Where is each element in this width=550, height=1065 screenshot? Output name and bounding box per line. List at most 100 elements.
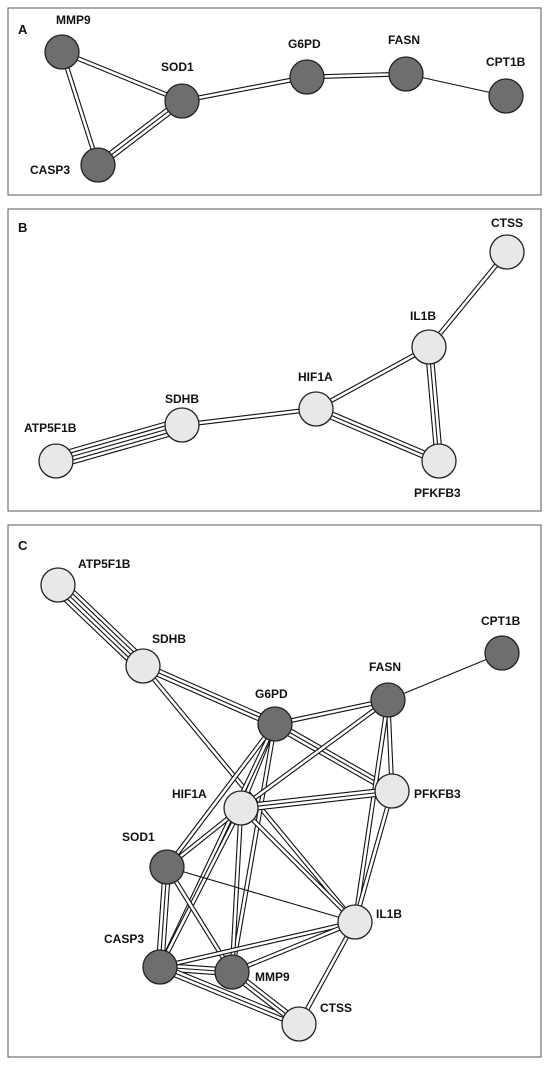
edge-atp5f1b-sdhb-gap bbox=[55, 585, 143, 669]
panel-b-frame bbox=[7, 208, 542, 512]
node-label-il1b: IL1B bbox=[376, 907, 402, 921]
node-pfkfb3 bbox=[421, 443, 457, 479]
edge-hif1a-il1b bbox=[239, 806, 357, 924]
edge-hif1a-sdhb-gap bbox=[181, 407, 317, 427]
edge-fasn-il1b-gap bbox=[353, 699, 390, 923]
node-sod1 bbox=[149, 849, 185, 885]
edge-il1b-pfkfb3-stroke bbox=[424, 346, 444, 462]
node-il1b bbox=[337, 904, 373, 940]
edge-ctss-il1b-gap bbox=[427, 251, 509, 348]
node-label-il1b: IL1B bbox=[410, 309, 436, 323]
edge-sod1-casp3-gap bbox=[96, 98, 182, 165]
edge-sdhb-atp5f1b-gap bbox=[55, 421, 182, 461]
edge-il1b-hif1a-gap bbox=[315, 345, 430, 411]
node-label-cpt1b: CPT1B bbox=[481, 614, 521, 628]
node-label-sod1: SOD1 bbox=[122, 830, 155, 844]
edge-sdhb-g6pd-gap bbox=[143, 663, 277, 724]
edge-il1b-ctss bbox=[296, 920, 358, 1026]
edge-casp3-il1b-gap bbox=[159, 920, 356, 969]
node-label-sod1: SOD1 bbox=[161, 60, 194, 74]
edge-casp3-ctss-gap bbox=[158, 967, 299, 1027]
edge-mmp9-il1b-gap bbox=[231, 920, 356, 974]
node-label-casp3: CASP3 bbox=[104, 932, 144, 946]
edge-hif1a-pfkfb3-stroke bbox=[240, 786, 393, 813]
node-label-mmp9: MMP9 bbox=[56, 13, 91, 27]
edge-fasn-cpt1b-stroke bbox=[387, 652, 503, 701]
edge-g6pd-mmp9 bbox=[229, 723, 278, 973]
edge-g6pd-pfkfb3-stroke bbox=[272, 720, 395, 795]
edge-hif1a-pfkfb3-gap bbox=[314, 409, 439, 464]
edge-fasn-hif1a-gap bbox=[240, 698, 389, 810]
node-label-pfkfb3: PFKFB3 bbox=[414, 787, 461, 801]
edge-sdhb-atp5f1b-gap bbox=[56, 425, 183, 465]
edge-il1b-hif1a bbox=[314, 344, 431, 412]
node-label-mmp9: MMP9 bbox=[255, 970, 290, 984]
node-casp3 bbox=[80, 147, 116, 183]
node-sdhb bbox=[164, 407, 200, 443]
edge-casp3-il1b bbox=[159, 919, 356, 970]
edge-g6pd-pfkfb3-gap bbox=[275, 721, 394, 791]
edge-sod1-g6pd bbox=[181, 74, 308, 104]
node-sdhb bbox=[125, 648, 161, 684]
node-label-atp5f1b: ATP5F1B bbox=[24, 421, 77, 435]
node-label-ctss: CTSS bbox=[491, 216, 523, 230]
edge-g6pd-mmp9-gap bbox=[230, 723, 277, 973]
edge-pfkfb3-il1b-gap bbox=[353, 790, 394, 923]
edge-pfkfb3-il1b bbox=[352, 790, 395, 923]
node-label-fasn: FASN bbox=[388, 33, 420, 47]
node-hif1a bbox=[298, 391, 334, 427]
edge-sod1-g6pd-gap bbox=[181, 75, 308, 103]
edge-sdhb-g6pd-stroke bbox=[141, 662, 277, 728]
node-ctss bbox=[489, 234, 525, 270]
panel-b-letter: B bbox=[18, 220, 27, 235]
edge-atp5f1b-sdhb-gap bbox=[58, 582, 146, 666]
edge-hif1a-casp3 bbox=[157, 806, 244, 969]
edge-atp5f1b-sdhb-gap bbox=[60, 580, 148, 663]
edge-mmp9-sod1 bbox=[61, 49, 183, 104]
edge-hif1a-il1b-gap bbox=[240, 807, 356, 923]
node-mmp9 bbox=[214, 954, 250, 990]
edge-hif1a-pfkfb3-gap bbox=[240, 787, 392, 808]
edge-fasn-hif1a bbox=[239, 698, 390, 810]
node-g6pd bbox=[289, 59, 325, 95]
node-label-g6pd: G6PD bbox=[288, 37, 321, 51]
edge-sdhb-atp5f1b-gap bbox=[54, 418, 181, 457]
panel-b-edges bbox=[53, 250, 509, 469]
panel-a-letter: A bbox=[18, 22, 28, 37]
edge-casp3-ctss bbox=[158, 963, 301, 1028]
node-atp5f1b bbox=[40, 567, 76, 603]
edge-sdhb-g6pd-gap bbox=[141, 666, 275, 727]
edge-il1b-pfkfb3-gap bbox=[425, 347, 439, 462]
edge-atp5f1b-sdhb-stroke bbox=[52, 579, 149, 672]
node-il1b bbox=[411, 329, 447, 365]
node-label-fasn: FASN bbox=[369, 660, 401, 674]
node-sod1 bbox=[164, 83, 200, 119]
node-label-hif1a: HIF1A bbox=[172, 787, 207, 801]
edge-sod1-casp3-gap bbox=[98, 101, 184, 168]
node-hif1a bbox=[223, 790, 259, 826]
node-label-ctss: CTSS bbox=[320, 1001, 352, 1015]
edge-g6pd-fasn-gap bbox=[274, 698, 389, 726]
edge-fasn-il1b bbox=[352, 699, 391, 923]
edge-hif1a-casp3-gap bbox=[158, 807, 243, 968]
edge-sdhb-atp5f1b bbox=[53, 417, 185, 469]
node-label-sdhb: SDHB bbox=[165, 392, 199, 406]
node-fasn bbox=[370, 682, 406, 718]
edge-mmp9-il1b bbox=[231, 919, 356, 975]
edge-il1b-pfkfb3 bbox=[424, 346, 444, 462]
edge-il1b-ctss-gap bbox=[297, 921, 357, 1025]
edge-hif1a-pfkfb3-gap bbox=[316, 406, 441, 461]
node-atp5f1b bbox=[38, 443, 74, 479]
node-casp3 bbox=[142, 949, 178, 985]
node-ctss bbox=[281, 1006, 317, 1042]
node-pfkfb3 bbox=[374, 773, 410, 809]
edge-sdhb-atp5f1b-stroke bbox=[53, 417, 185, 469]
edge-hif1a-sdhb bbox=[181, 406, 317, 428]
edge-casp3-ctss-stroke bbox=[158, 963, 301, 1028]
edge-hif1a-pfkfb3-gap bbox=[241, 791, 393, 812]
